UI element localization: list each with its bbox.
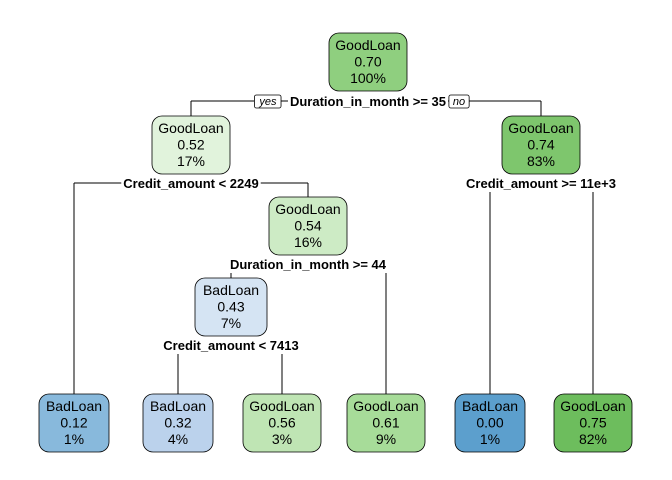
branch-tag-text: yes xyxy=(258,96,277,108)
node-box xyxy=(553,393,633,453)
node-probability: 0.52 xyxy=(177,137,204,153)
node-box xyxy=(454,393,526,453)
node-box xyxy=(194,277,268,337)
split-label: Credit_amount < 7413 xyxy=(163,338,298,353)
split-label-group-s3: Credit_amount >= 11e+3 xyxy=(464,175,618,192)
node-class-label: GoodLoan xyxy=(335,37,400,53)
node-box xyxy=(38,393,110,453)
node-box xyxy=(242,393,322,453)
node-probability: 0.43 xyxy=(217,299,244,315)
node-percentage: 1% xyxy=(480,431,500,447)
node-probability: 0.75 xyxy=(579,415,606,431)
node-percentage: 1% xyxy=(64,431,84,447)
node-class-label: GoodLoan xyxy=(508,120,573,136)
split-label-background xyxy=(287,93,449,110)
no-branch-tag: no xyxy=(448,94,470,109)
node-class-label: GoodLoan xyxy=(249,398,314,414)
yes-branch-tag: yes xyxy=(254,94,282,109)
split-label: Credit_amount >= 11e+3 xyxy=(466,176,616,191)
node-probability: 0.12 xyxy=(60,415,87,431)
node-class-label: BadLoan xyxy=(462,398,518,414)
node-class-label: GoodLoan xyxy=(560,398,625,414)
branch-tag-text: no xyxy=(453,96,465,108)
node-box xyxy=(268,196,348,256)
node-class-label: GoodLoan xyxy=(353,398,418,414)
node-class-label: GoodLoan xyxy=(275,201,340,217)
split-label-group-s1: Duration_in_month >= 35 xyxy=(287,93,449,110)
node-box xyxy=(142,393,214,453)
node-probability: 0.00 xyxy=(476,415,503,431)
split-label: Duration_in_month >= 44 xyxy=(230,257,387,272)
node-percentage: 9% xyxy=(376,431,396,447)
split-label-background xyxy=(161,337,301,354)
node-percentage: 82% xyxy=(579,431,607,447)
split-label-group-s4: Duration_in_month >= 44 xyxy=(227,256,389,273)
node-probability: 0.56 xyxy=(268,415,295,431)
node-box xyxy=(328,32,408,92)
node-probability: 0.74 xyxy=(527,137,554,153)
node-probability: 0.70 xyxy=(354,54,381,70)
branch-tag-box xyxy=(254,94,282,109)
node-probability: 0.32 xyxy=(164,415,191,431)
node-class-label: GoodLoan xyxy=(158,120,223,136)
branch-tag-box xyxy=(448,94,470,109)
node-box xyxy=(151,115,231,175)
split-label-group-s5: Credit_amount < 7413 xyxy=(161,337,301,354)
split-label: Duration_in_month >= 35 xyxy=(290,94,446,109)
node-percentage: 16% xyxy=(294,234,322,250)
split-label-background xyxy=(464,175,618,192)
node-percentage: 7% xyxy=(221,315,241,331)
node-class-label: BadLoan xyxy=(203,282,259,298)
node-probability: 0.54 xyxy=(294,218,321,234)
node-percentage: 3% xyxy=(272,431,292,447)
node-box xyxy=(501,115,581,175)
split-label-background xyxy=(121,175,261,192)
node-percentage: 17% xyxy=(177,153,205,169)
split-label: Credit_amount < 2249 xyxy=(123,176,258,191)
split-label-group-s2: Credit_amount < 2249 xyxy=(121,175,261,192)
node-probability: 0.61 xyxy=(372,415,399,431)
node-class-label: BadLoan xyxy=(46,398,102,414)
split-label-background xyxy=(227,256,389,273)
node-percentage: 100% xyxy=(350,70,386,86)
node-box xyxy=(346,393,426,453)
node-percentage: 83% xyxy=(527,153,555,169)
node-class-label: BadLoan xyxy=(150,398,206,414)
node-percentage: 4% xyxy=(168,431,188,447)
split-edges-s3 xyxy=(489,182,594,394)
